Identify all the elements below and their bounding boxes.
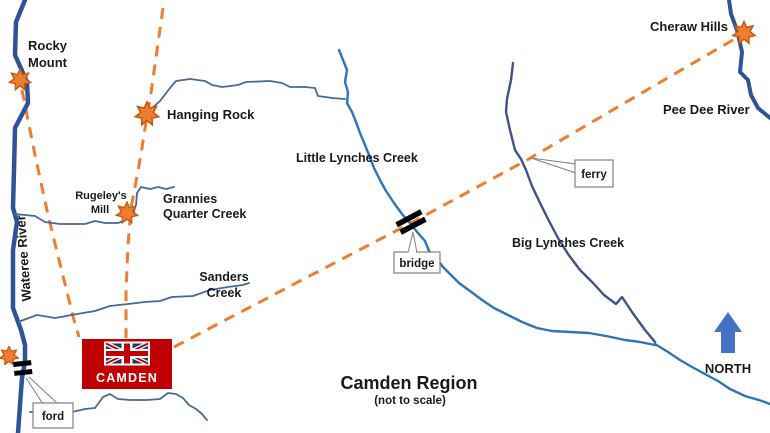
ferry-callout-pointer: [530, 157, 577, 174]
ferry-label: ferry: [581, 169, 607, 181]
bridge-callout-mask: [408, 251, 416, 254]
bridge-callout-box: [393, 251, 441, 274]
bridge-crossing-icon: [395, 209, 427, 235]
jack-red-cross-h: [106, 351, 148, 356]
union-jack-icon: [104, 341, 150, 366]
sanders-creek-label-line2: Creek: [207, 286, 242, 300]
hanging-rock-creek-path: [149, 78, 346, 111]
sanders-creek-path: [17, 282, 250, 323]
bridge-label: bridge: [399, 258, 434, 270]
title-block: Camden Region (not to scale): [340, 373, 477, 407]
ford-label: ford: [42, 411, 64, 423]
ford-callout-line-2: [28, 376, 59, 405]
camden-label: CAMDEN: [96, 371, 158, 385]
ford-bar-2: [14, 369, 33, 376]
north-indicator: NORTH: [705, 312, 751, 376]
ford-bar-1: [13, 360, 32, 367]
ford-callout-box: [32, 402, 74, 429]
ferry-callout-box: [574, 159, 614, 188]
ford-callout-line-1: [25, 377, 44, 405]
merged-lynches-creek-path: [653, 342, 770, 406]
little-lynches-creek-path: [337, 48, 657, 347]
sanders-creek-label-line1: Sanders: [199, 270, 248, 284]
big-lynches-creek-path: [504, 61, 657, 344]
labels-layer: Rocky Mount Hanging Rock Rugeley's Mill …: [13, 19, 750, 302]
little-lynches-creek-label: Little Lynches Creek: [296, 151, 418, 165]
camden-creek-path: [29, 392, 208, 421]
road-rocky-mount-to-camden-path: [20, 89, 81, 338]
grannies-quarter-creek-label-line2: Quarter Creek: [163, 207, 246, 221]
pee-dee-river-path: [727, 0, 770, 120]
north-arrow-icon: [714, 312, 742, 353]
ford-crossing: ford: [13, 360, 74, 429]
bridge-crossing: bridge: [393, 209, 441, 274]
rocky-mount-label-line2: Mount: [28, 55, 68, 70]
rugeleys-mill-label-line1: Rugeley's: [75, 190, 127, 202]
wateree-river-label: Wateree River: [13, 215, 34, 302]
wateree-river-path: [10, 0, 31, 433]
map-subtitle: (not to scale): [374, 395, 446, 407]
rocky-mount-label-line1: Rocky: [28, 38, 68, 53]
rugeleys-mill-marker: [115, 201, 139, 224]
rugeleys-mill-label-line2: Mill: [91, 204, 109, 216]
ferry-crossing: ferry: [530, 157, 614, 188]
bridge-bar-2: [399, 216, 427, 235]
bridge-bar-1: [395, 209, 423, 228]
ford-crossing-icon: [13, 360, 33, 376]
hanging-rock-label: Hanging Rock: [167, 107, 255, 122]
pee-dee-river-label: Pee Dee River: [663, 102, 750, 117]
map-title: Camden Region: [340, 373, 477, 393]
big-lynches-creek-label: Big Lynches Creek: [512, 236, 624, 250]
cheraw-hills-label: Cheraw Hills: [650, 19, 728, 34]
camden-flag: CAMDEN: [82, 339, 172, 389]
road-camden-to-cheraw-path: [173, 35, 739, 349]
roads-layer: [20, 7, 739, 349]
north-label: NORTH: [705, 361, 751, 376]
road-north-to-camden-path: [124, 7, 165, 338]
grannies-quarter-creek-label-line1: Grannies: [163, 192, 217, 206]
ferry-callout-mask: [575, 164, 577, 173]
bridge-callout-pointer: [407, 231, 418, 254]
